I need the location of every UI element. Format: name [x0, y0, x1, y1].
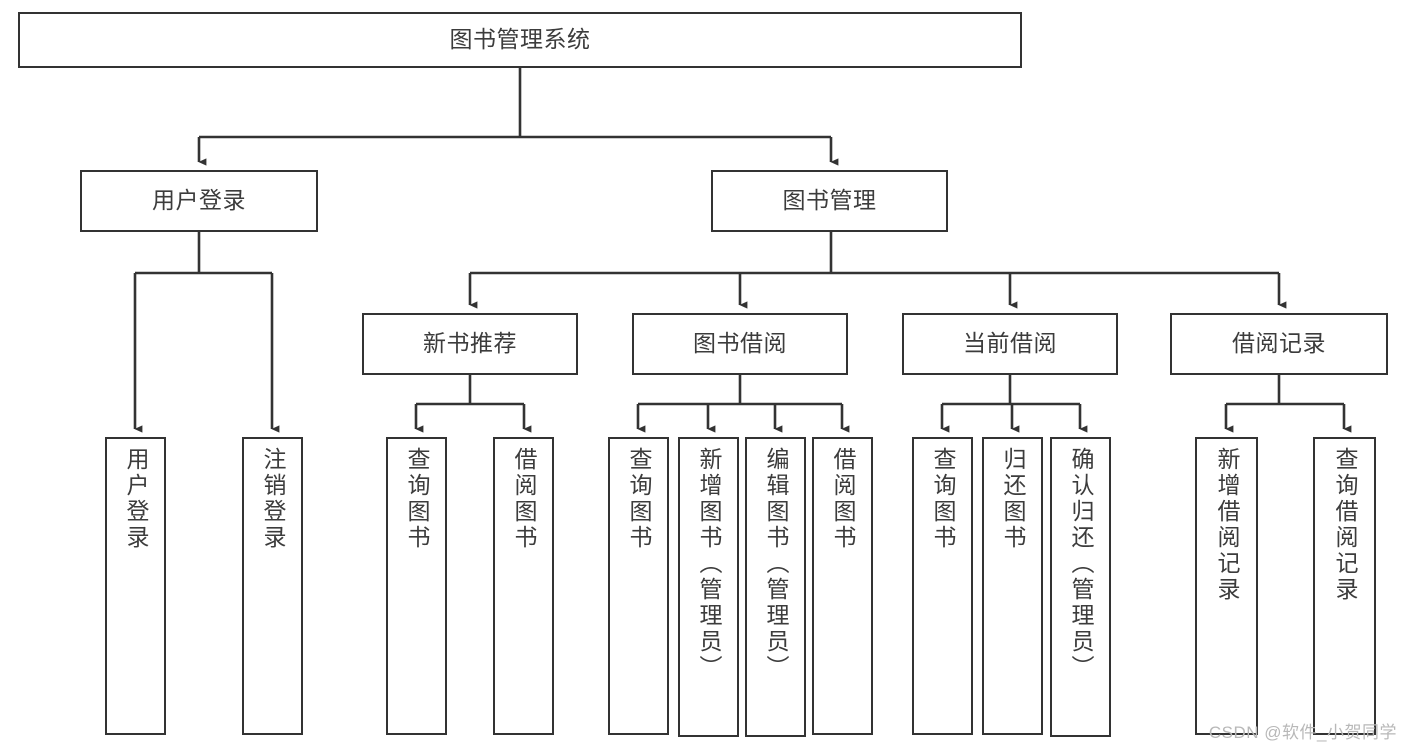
node-leaf-logout[interactable]: 注销登录: [242, 437, 303, 735]
node-book-management[interactable]: 图书管理: [711, 170, 948, 232]
node-root-book-management-system[interactable]: 图书管理系统: [18, 12, 1022, 68]
node-new-book-recommend[interactable]: 新书推荐: [362, 313, 578, 375]
node-label: 新书推荐: [423, 330, 517, 357]
node-book-borrow[interactable]: 图书借阅: [632, 313, 848, 375]
node-label: 编辑图书（管理员）: [763, 447, 789, 681]
node-label: 借阅图书: [830, 447, 856, 551]
node-label: 注销登录: [260, 447, 286, 551]
node-label: 当前借阅: [963, 330, 1057, 357]
node-label: 用户登录: [123, 447, 149, 551]
node-leaf-lend-book[interactable]: 借阅图书: [812, 437, 873, 735]
node-leaf-query-book-borrow[interactable]: 查询图书: [608, 437, 669, 735]
node-label: 查询借阅记录: [1332, 447, 1358, 603]
node-label: 借阅记录: [1232, 330, 1326, 357]
node-leaf-borrow-book-recommend[interactable]: 借阅图书: [493, 437, 554, 735]
node-leaf-confirm-return-admin[interactable]: 确认归还（管理员）: [1050, 437, 1111, 737]
node-user-login[interactable]: 用户登录: [80, 170, 318, 232]
node-label: 用户登录: [152, 187, 246, 214]
node-leaf-edit-book-admin[interactable]: 编辑图书（管理员）: [745, 437, 806, 737]
node-borrow-record[interactable]: 借阅记录: [1170, 313, 1388, 375]
node-label: 图书借阅: [693, 330, 787, 357]
node-label: 新增图书（管理员）: [696, 447, 722, 681]
csdn-watermark: CSDN @软件_小贺同学: [1208, 723, 1397, 742]
node-label: 借阅图书: [511, 447, 537, 551]
node-current-borrow[interactable]: 当前借阅: [902, 313, 1118, 375]
node-leaf-add-borrow-record[interactable]: 新增借阅记录: [1195, 437, 1258, 735]
node-label: 归还图书: [1000, 447, 1026, 551]
node-label: 查询图书: [404, 447, 430, 551]
node-leaf-query-borrow-record[interactable]: 查询借阅记录: [1313, 437, 1376, 735]
node-label: 查询图书: [930, 447, 956, 551]
node-leaf-query-book-current[interactable]: 查询图书: [912, 437, 973, 735]
node-leaf-return-book[interactable]: 归还图书: [982, 437, 1043, 735]
node-label: 新增借阅记录: [1214, 447, 1240, 603]
node-leaf-user-login[interactable]: 用户登录: [105, 437, 166, 735]
node-leaf-query-book-recommend[interactable]: 查询图书: [386, 437, 447, 735]
node-label: 确认归还（管理员）: [1068, 447, 1094, 681]
node-label: 图书管理: [782, 187, 877, 214]
node-label: 查询图书: [626, 447, 652, 551]
node-leaf-add-book-admin[interactable]: 新增图书（管理员）: [678, 437, 739, 737]
node-label: 图书管理系统: [449, 26, 591, 53]
